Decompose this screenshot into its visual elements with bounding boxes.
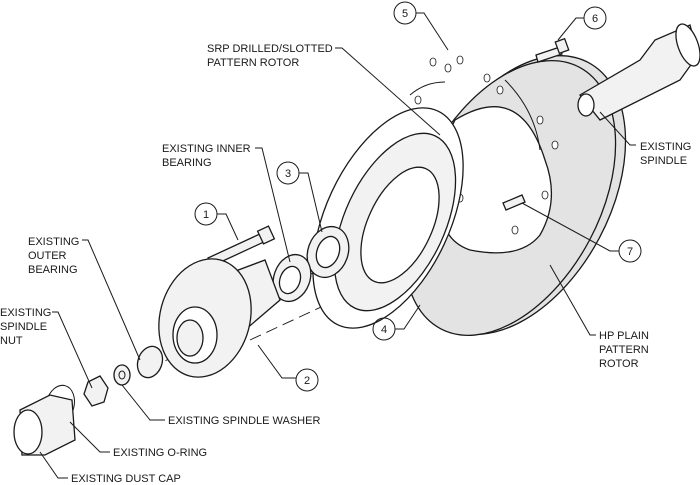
label-spindle-nut: EXISTING SPINDLE NUT — [0, 307, 51, 347]
callout-1: 1 — [194, 202, 218, 226]
svg-text:ROTOR: ROTOR — [599, 358, 639, 370]
rotor — [403, 55, 627, 336]
label-hp-rotor: HP PLAIN PATTERN ROTOR — [599, 330, 649, 370]
label-outer-bearing: EXISTING OUTER BEARING — [28, 236, 79, 276]
studs-and-bolts — [207, 37, 570, 267]
label-spindle: EXISTING SPINDLE — [640, 141, 691, 167]
rotor-hat — [312, 107, 464, 329]
svg-text:EXISTING: EXISTING — [28, 236, 79, 248]
hub — [158, 258, 281, 378]
svg-text:BEARING: BEARING — [28, 264, 78, 276]
label-dust-cap: EXISTING DUST CAP — [71, 473, 181, 485]
spindle — [577, 23, 700, 121]
small-parts — [13, 364, 131, 456]
svg-text:1: 1 — [203, 209, 209, 221]
svg-text:NUT: NUT — [0, 335, 23, 347]
svg-text:EXISTING SPINDLE WASHER: EXISTING SPINDLE WASHER — [168, 415, 320, 427]
leader-lines — [39, 12, 636, 479]
label-srp-rotor: SRP DRILLED/SLOTTED PATTERN ROTOR — [207, 43, 333, 69]
svg-text:SPINDLE: SPINDLE — [640, 155, 687, 167]
svg-text:2: 2 — [304, 375, 310, 387]
svg-text:7: 7 — [627, 246, 633, 258]
svg-text:5: 5 — [402, 8, 408, 20]
svg-text:BEARING: BEARING — [162, 157, 212, 169]
svg-text:SPINDLE: SPINDLE — [0, 321, 47, 333]
callout-6: 6 — [583, 6, 607, 30]
callout-3: 3 — [276, 161, 300, 185]
svg-text:EXISTING: EXISTING — [640, 141, 691, 153]
svg-text:SRP DRILLED/SLOTTED: SRP DRILLED/SLOTTED — [207, 43, 333, 55]
bearings — [136, 225, 350, 379]
svg-text:PATTERN: PATTERN — [599, 344, 649, 356]
svg-text:HP PLAIN: HP PLAIN — [599, 330, 649, 342]
callout-5: 5 — [393, 1, 417, 25]
svg-text:PATTERN ROTOR: PATTERN ROTOR — [207, 57, 299, 69]
svg-text:4: 4 — [381, 324, 387, 336]
callout-4: 4 — [372, 317, 396, 341]
svg-text:EXISTING INNER: EXISTING INNER — [162, 143, 251, 155]
svg-text:EXISTING O-RING: EXISTING O-RING — [113, 447, 207, 459]
svg-text:6: 6 — [592, 13, 598, 25]
svg-text:EXISTING: EXISTING — [0, 307, 51, 319]
svg-text:OUTER: OUTER — [28, 250, 67, 262]
label-o-ring: EXISTING O-RING — [113, 447, 207, 459]
label-spindle-washer: EXISTING SPINDLE WASHER — [168, 415, 320, 427]
callout-7: 7 — [618, 239, 642, 263]
label-inner-bearing: EXISTING INNER BEARING — [162, 143, 251, 169]
svg-text:EXISTING DUST CAP: EXISTING DUST CAP — [71, 473, 181, 485]
callout-2: 2 — [295, 368, 319, 392]
svg-text:3: 3 — [285, 168, 291, 180]
